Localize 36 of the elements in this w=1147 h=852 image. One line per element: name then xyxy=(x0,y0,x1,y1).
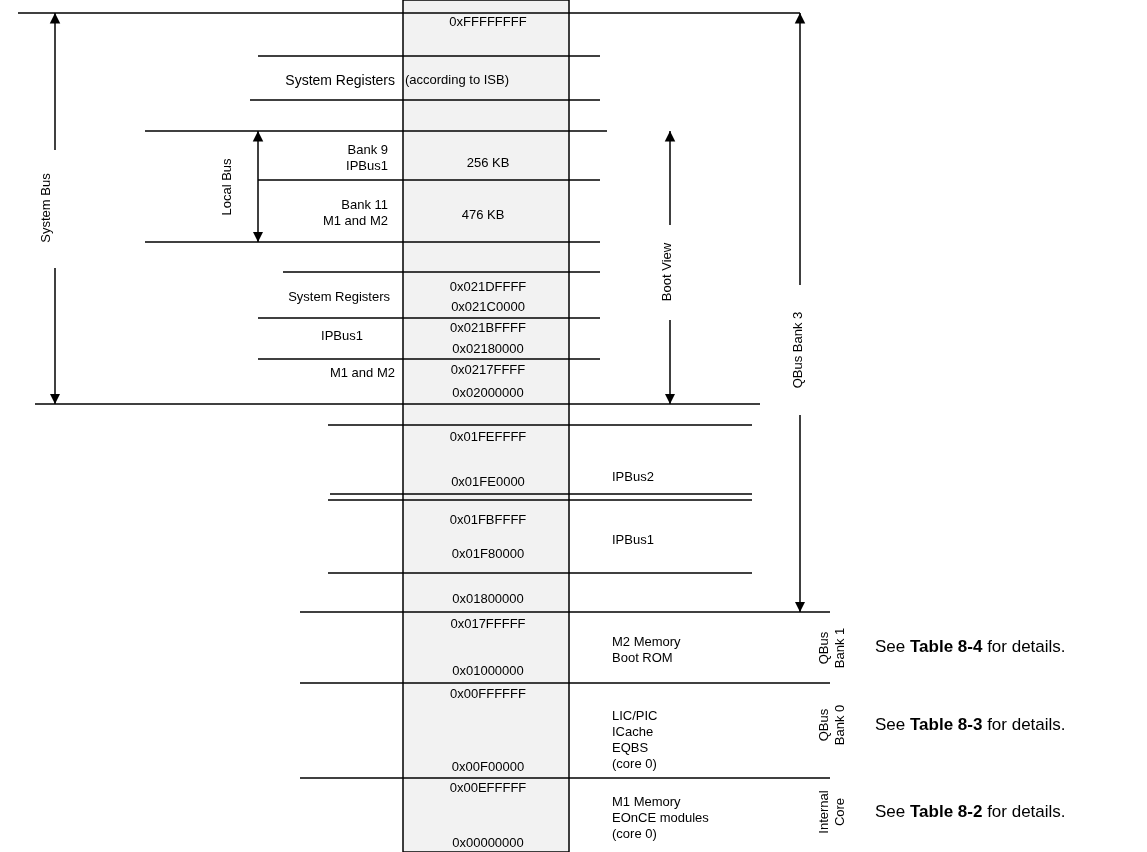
address-label: 0x021C0000 xyxy=(451,299,525,315)
region-label: M1 Memory EOnCE modules (core 0) xyxy=(612,794,709,842)
note-text: See Table 8-4 for details. xyxy=(875,637,1066,657)
address-label: 0x02000000 xyxy=(452,385,524,401)
address-label: 0x0217FFFF xyxy=(450,362,526,378)
address-label: 0x021DFFFF xyxy=(449,279,527,295)
region-label: Bank 11 M1 and M2 xyxy=(322,197,388,229)
region-label: IPBus2 xyxy=(612,469,654,485)
region-label: System Registers xyxy=(285,72,395,88)
address-label: 0x00EFFFFF xyxy=(449,780,527,796)
region-label: M2 Memory Boot ROM xyxy=(612,634,681,666)
region-label: M1 and M2 xyxy=(329,365,395,381)
address-label: 0x00000000 xyxy=(452,835,524,851)
address-label: 0x00FFFFFF xyxy=(450,686,526,702)
address-label: 0x01FEFFFF xyxy=(449,429,527,445)
region-label: IPBus1 xyxy=(612,532,654,548)
address-label: 0x021BFFFF xyxy=(450,320,526,336)
region-label: IPBus1 xyxy=(321,328,363,344)
note-text: See Table 8-2 for details. xyxy=(875,802,1066,822)
address-label: 0x00F00000 xyxy=(451,759,525,775)
size-label: 476 KB xyxy=(461,207,505,223)
address-label: 0x017FFFFF xyxy=(450,616,526,632)
address-label: 0x02180000 xyxy=(452,341,524,357)
size-label: 256 KB xyxy=(466,155,510,171)
address-label: 0x01000000 xyxy=(452,663,524,679)
address-label: 0x01FBFFFF xyxy=(449,512,527,528)
region-label: Bank 9 IPBus1 xyxy=(346,142,388,174)
address-label: 0x01800000 xyxy=(452,591,524,607)
address-label: 0x01F80000 xyxy=(451,546,525,562)
region-label: LIC/PIC ICache EQBS (core 0) xyxy=(612,708,658,772)
bus-label: System Bus xyxy=(38,170,54,246)
address-label: 0x01FE0000 xyxy=(451,474,525,490)
region-note: (according to ISB) xyxy=(405,72,510,88)
region-label: System Registers xyxy=(288,289,390,305)
note-text: See Table 8-3 for details. xyxy=(875,715,1066,735)
address-label: 0xFFFFFFFF xyxy=(449,14,527,30)
